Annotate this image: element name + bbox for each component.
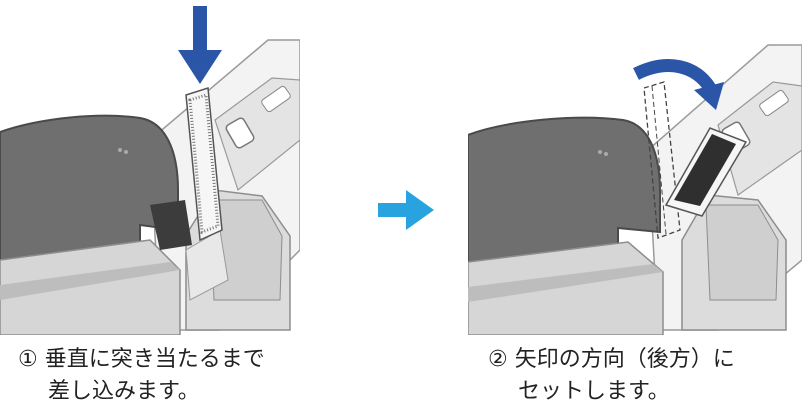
caption-line-2: 差し込みます。 <box>48 379 200 404</box>
curved-arrow-icon <box>633 59 724 110</box>
printer-body <box>0 114 192 336</box>
printer-body <box>467 116 664 336</box>
sheet-previous-position <box>643 81 681 239</box>
step-number: ① <box>18 347 38 372</box>
step-number: ② <box>488 347 508 372</box>
right-arrow-icon <box>378 190 434 234</box>
caption-line-1: 矢印の方向（後方）に <box>514 347 735 372</box>
down-arrow-icon <box>178 6 222 84</box>
caption-line-2: セットします。 <box>518 379 670 404</box>
step-1-caption: ① 垂直に突き当たるまで 差し込みます。 <box>18 344 308 408</box>
sheet <box>664 127 748 217</box>
step-2-caption: ② 矢印の方向（後方）に セットします。 <box>488 344 788 408</box>
step-2-illustration <box>467 0 802 336</box>
step-1-illustration <box>0 0 301 336</box>
feeder-guide <box>681 194 787 331</box>
sheet <box>185 87 223 242</box>
caption-line-1: 垂直に突き当たるまで <box>44 347 265 372</box>
